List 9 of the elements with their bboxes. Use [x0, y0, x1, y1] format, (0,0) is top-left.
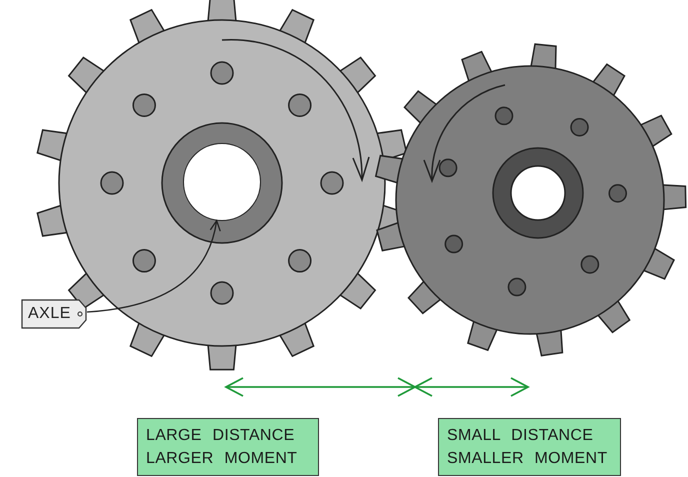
box-text: SMALLER MOMENT — [447, 450, 608, 468]
tag-text: AXLE — [28, 305, 71, 323]
box-text: LARGE DISTANCE — [146, 426, 296, 444]
info-box — [137, 418, 319, 476]
box-text: LARGER MOMENT — [146, 450, 298, 468]
label-tag — [21, 299, 87, 329]
info-box — [438, 418, 621, 476]
leader-line — [86, 220, 220, 313]
box-text: SMALL DISTANCE — [447, 426, 594, 444]
